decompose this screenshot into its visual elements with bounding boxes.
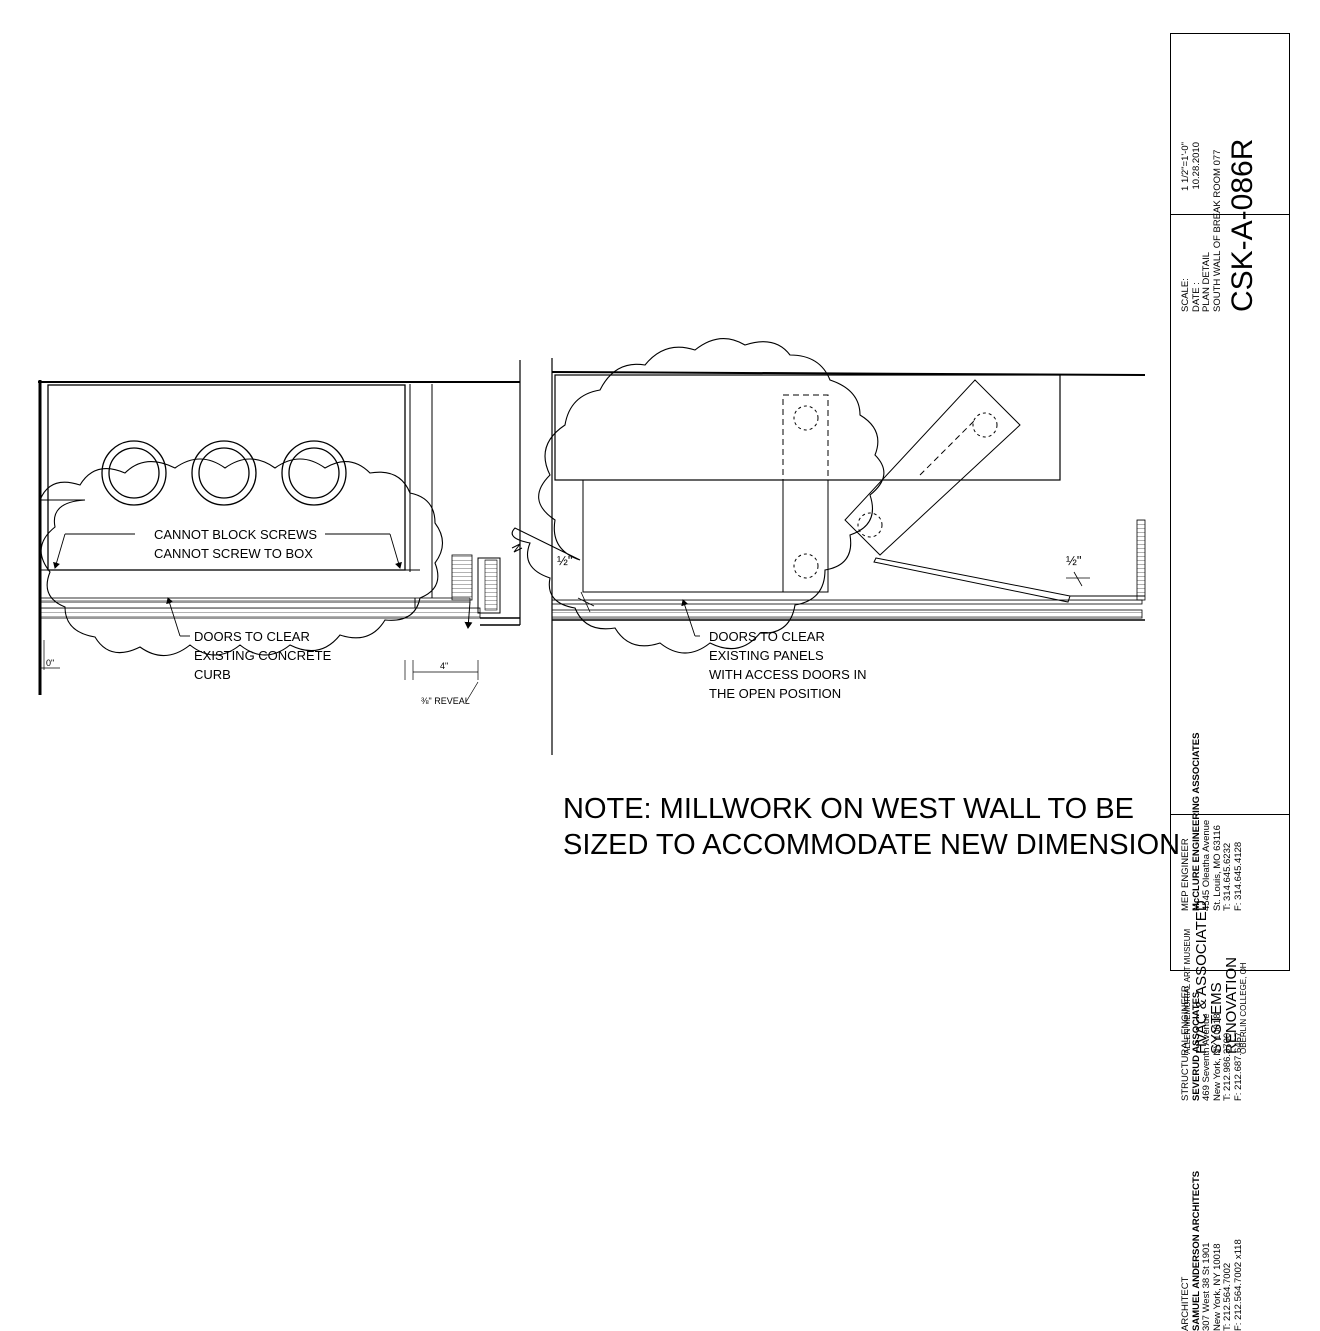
sheet-info-section: SCALE: 1 1/2"=1'-0" DATE : 10.28.2010 PL… (1171, 34, 1289, 312)
callout-doors-clear-curb-1: DOORS TO CLEAR (194, 629, 310, 644)
callout-doors-clear-curb-3: CURB (194, 667, 231, 682)
note-line-2: SIZED TO ACCOMMODATE NEW DIMENSION (563, 829, 1180, 861)
callout-doors-clear-curb-2: EXISTING CONCRETE (194, 648, 332, 663)
consultants-section: ARCHITECT SAMUEL ANDERSON ARCHITECTS 307… (1171, 214, 1289, 1331)
dim-four: 4" (440, 661, 448, 671)
left-detail (38, 360, 521, 703)
scale-value: 1 1/2"=1'-0" (1180, 142, 1191, 191)
dim-half-left: ½" (557, 553, 573, 568)
project-title-3: RENOVATION (1222, 957, 1240, 1054)
note-line-1: NOTE: MILLWORK ON WEST WALL TO BE (563, 793, 1134, 825)
date-value: 10.28.2010 (1190, 142, 1202, 190)
revision-cloud-left (39, 458, 444, 657)
project-location: OBERLIN COLLEGE, OH (1238, 962, 1248, 1054)
plan-detail-drawing: CANNOT BLOCK SCREWS CANNOT SCREW TO BOX … (38, 338, 1180, 861)
dim-zero: 0" (46, 658, 54, 668)
break-line (511, 543, 523, 553)
title-block: SCALE: 1 1/2"=1'-0" DATE : 10.28.2010 PL… (1170, 33, 1290, 1331)
callout-cannot-screw-to-box: CANNOT SCREW TO BOX (154, 546, 313, 561)
callout-doors-clear-panels-4: THE OPEN POSITION (709, 686, 841, 701)
callout-doors-clear-panels-3: WITH ACCESS DOORS IN (709, 667, 866, 682)
dim-reveal: ⅜" REVEAL (421, 696, 470, 706)
callout-cannot-block-screws: CANNOT BLOCK SCREWS (154, 527, 317, 542)
right-detail (511, 338, 1146, 755)
architect-block: ARCHITECT SAMUEL ANDERSON ARCHITECTS 307… (1180, 1170, 1244, 1331)
conduit-circles (101, 440, 347, 506)
project-client: ALLEN MEMORIAL ART MUSEUM (1183, 928, 1192, 1054)
project-title-1: HVAC & ASSOCIATED (1192, 900, 1210, 1054)
dim-half-right: ½" (1066, 553, 1082, 568)
project-title-2: SYSTEMS (1207, 982, 1225, 1054)
callout-doors-clear-panels-1: DOORS TO CLEAR (709, 629, 825, 644)
project-section: ALLEN MEMORIAL ART MUSEUM HVAC & ASSOCIA… (1171, 814, 1289, 1054)
revision-cloud-right (511, 338, 885, 654)
callout-doors-clear-panels-2: EXISTING PANELS (709, 648, 824, 663)
